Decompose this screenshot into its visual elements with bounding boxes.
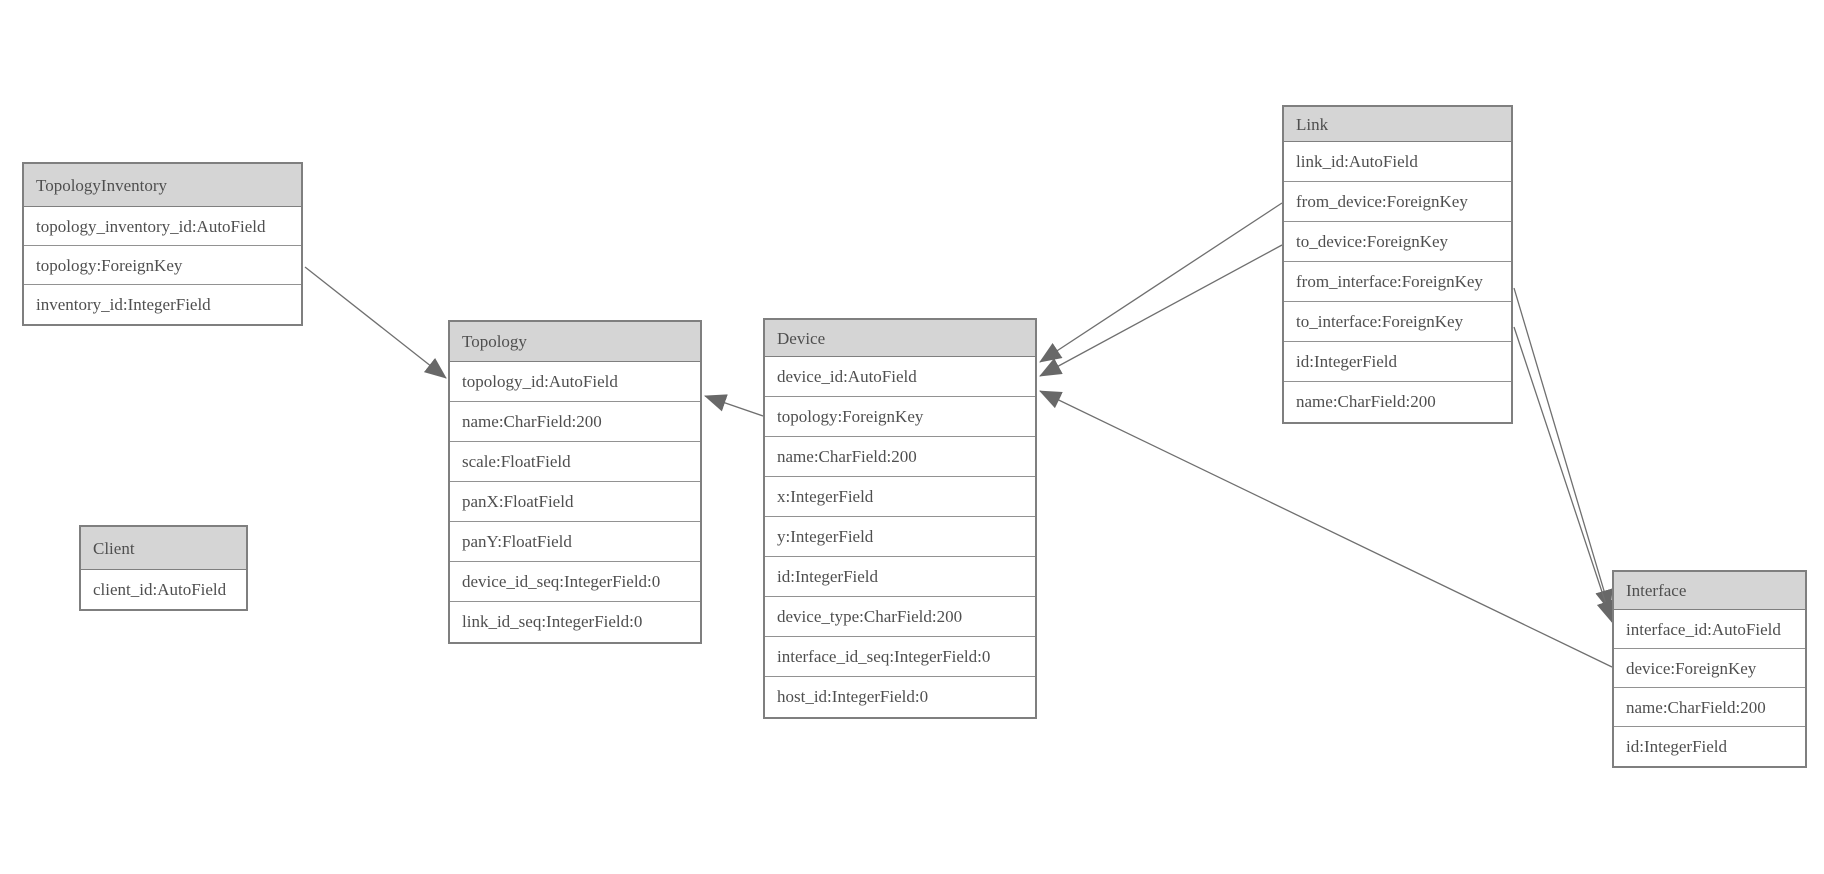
entity-field-row: panX:FloatField <box>450 482 700 522</box>
entity-field-row: id:IntegerField <box>1284 342 1511 382</box>
entity-field-row: client_id:AutoField <box>81 570 246 609</box>
edge-device-topology-to-topology <box>704 394 764 417</box>
entity-field-row: device_id:AutoField <box>765 357 1035 397</box>
entity-field-row: device_id_seq:IntegerField:0 <box>450 562 700 602</box>
entity-field-row: scale:FloatField <box>450 442 700 482</box>
entity-field-row: topology:ForeignKey <box>24 246 301 285</box>
entity-field-row: from_device:ForeignKey <box>1284 182 1511 222</box>
entity-title: TopologyInventory <box>24 164 301 207</box>
entity-title: Client <box>81 527 246 570</box>
entity-title: Interface <box>1614 572 1805 610</box>
entity-field-row: id:IntegerField <box>1614 727 1805 766</box>
entity-field-row: name:CharField:200 <box>450 402 700 442</box>
edge-link-to_interface-to-interface <box>1513 326 1614 623</box>
entity-field-row: host_id:IntegerField:0 <box>765 677 1035 717</box>
entity-field-row: link_id:AutoField <box>1284 142 1511 182</box>
entity-field-row: interface_id:AutoField <box>1614 610 1805 649</box>
entity-field-row: device_type:CharField:200 <box>765 597 1035 637</box>
entity-field-row: y:IntegerField <box>765 517 1035 557</box>
entity-field-row: topology_inventory_id:AutoField <box>24 207 301 246</box>
entity-field-row: inventory_id:IntegerField <box>24 285 301 324</box>
entity-field-row: interface_id_seq:IntegerField:0 <box>765 637 1035 677</box>
entity-field-row: x:IntegerField <box>765 477 1035 517</box>
entity-field-row: panY:FloatField <box>450 522 700 562</box>
edge-interface-device-to-device <box>1039 390 1613 668</box>
edge-link-from_interface-to-interface <box>1513 287 1613 612</box>
edge-topologyinventory-topology-to-topology <box>304 266 447 379</box>
entity-field-row: name:CharField:200 <box>1614 688 1805 727</box>
entity-title: Device <box>765 320 1035 357</box>
entity-field-row: topology_id:AutoField <box>450 362 700 402</box>
edge-link-from_device-to-device <box>1039 202 1283 363</box>
entity-field-row: link_id_seq:IntegerField:0 <box>450 602 700 642</box>
entity-field-row: to_interface:ForeignKey <box>1284 302 1511 342</box>
entity-field-row: device:ForeignKey <box>1614 649 1805 688</box>
entity-field-row: name:CharField:200 <box>1284 382 1511 422</box>
entity-field-row: to_device:ForeignKey <box>1284 222 1511 262</box>
entity-field-row: name:CharField:200 <box>765 437 1035 477</box>
entity-title: Topology <box>450 322 700 362</box>
entity-field-row: id:IntegerField <box>765 557 1035 597</box>
entity-title: Link <box>1284 107 1511 142</box>
edge-link-to_device-to-device <box>1039 244 1283 377</box>
entity-field-row: from_interface:ForeignKey <box>1284 262 1511 302</box>
entity-field-row: topology:ForeignKey <box>765 397 1035 437</box>
